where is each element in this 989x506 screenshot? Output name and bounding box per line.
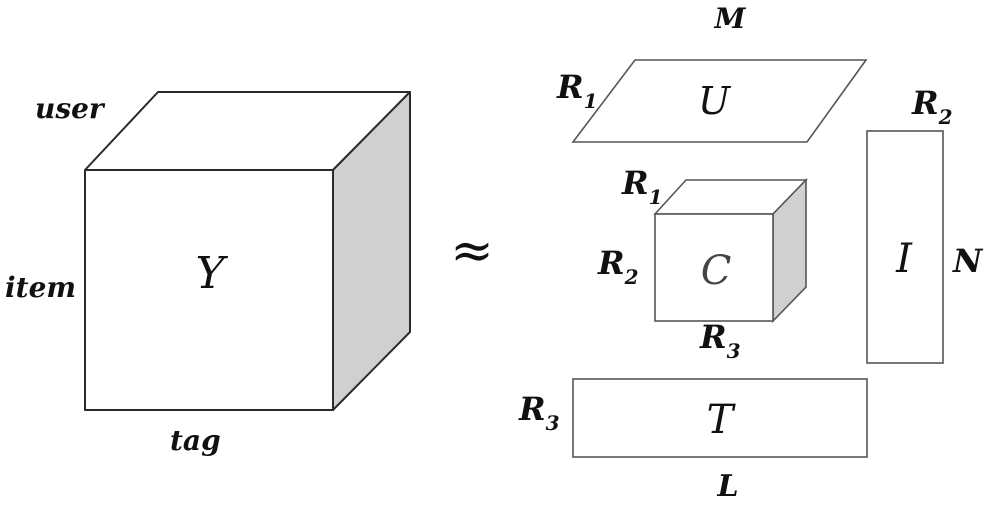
core-r3-label: R3: [699, 318, 741, 363]
u-r1-label: R1: [556, 68, 598, 113]
core-tensor-c: C: [653, 178, 808, 323]
core-r2-label: R2: [597, 244, 639, 289]
factor-i-symbol: I: [895, 236, 913, 282]
core-r1-label: R1: [621, 164, 663, 209]
factor-i-shape: [866, 130, 944, 364]
n-label: N: [952, 242, 984, 280]
factor-t: T: [572, 378, 868, 458]
user-label: user: [35, 92, 106, 125]
factor-t-shape: [572, 378, 868, 458]
core-symbol: C: [701, 248, 732, 294]
factor-u-shape: [571, 59, 868, 143]
core-front-face: [654, 213, 774, 322]
factor-u-symbol: U: [698, 79, 732, 123]
tensor-symbol: Y: [195, 248, 228, 299]
factor-u: U: [571, 59, 868, 143]
m-label: M: [714, 2, 747, 35]
factor-t-symbol: T: [707, 397, 737, 443]
t-r3-label: R3: [518, 390, 560, 435]
i-r2-label: R2: [911, 84, 953, 129]
cube-front-face: [84, 169, 334, 411]
item-label: item: [5, 271, 76, 304]
l-label: L: [716, 469, 738, 504]
approx-symbol: ≈: [450, 221, 494, 281]
factor-i: I: [866, 130, 944, 364]
tag-label: tag: [170, 424, 221, 457]
tensor-cube-y: Y: [84, 91, 411, 411]
